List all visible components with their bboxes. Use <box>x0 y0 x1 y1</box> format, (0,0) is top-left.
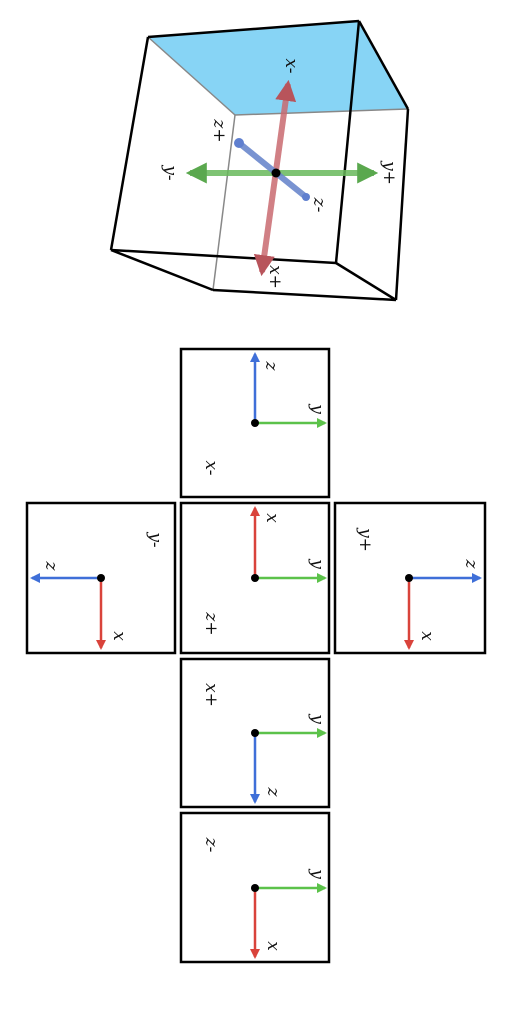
cube-label-z-minus: z- <box>309 197 329 213</box>
cube-label-y-minus: y- <box>160 164 180 181</box>
face-z-plus-origin <box>251 574 259 582</box>
face-z-minus-axis-y-label: y <box>307 868 327 879</box>
cube-top-face <box>148 21 408 115</box>
face-z-plus-axis-x-label: x <box>262 513 282 523</box>
face-y-minus-axis-x-label: x <box>109 631 129 641</box>
face-y-plus-axis-z-label: z <box>461 559 481 570</box>
face-y-plus-axis-x-label: x <box>417 631 437 641</box>
face-y-minus-origin <box>97 574 105 582</box>
face-y-plus-origin <box>405 574 413 582</box>
face-x-minus-label: x- <box>201 460 221 475</box>
cube-label-y-plus: y+ <box>379 160 399 185</box>
face-x-plus-axis-y-label: y <box>307 713 327 724</box>
cube-origin-dot <box>271 168 281 178</box>
cube-z-plus-ball <box>234 138 244 148</box>
face-z-plus: x y z+ <box>179 501 331 655</box>
cube-label-x-minus: x- <box>281 58 301 73</box>
cube-label-x-plus: x+ <box>265 265 285 289</box>
face-y-plus-label: y+ <box>355 527 375 552</box>
face-x-minus-origin <box>251 419 259 427</box>
cube-label-z-plus: z+ <box>209 118 229 142</box>
cube-3d: x- x+ z+ z- y- y+ <box>109 19 410 302</box>
face-x-minus: z y x- <box>179 347 331 499</box>
face-x-minus-axis-y-label: y <box>307 403 327 414</box>
face-y-minus-label: y- <box>145 531 165 548</box>
face-x-minus-axis-z-label: z <box>261 361 281 372</box>
face-x-plus-axis-z-label: z <box>263 787 283 798</box>
cube-z-minus-ball <box>302 193 310 201</box>
face-z-minus: y x z- <box>179 811 331 964</box>
cube-z-axis-rod <box>236 140 309 200</box>
face-x-plus: y z x+ <box>179 657 331 809</box>
face-z-plus-label: z+ <box>201 611 221 635</box>
face-x-plus-origin <box>251 729 259 737</box>
face-x-plus-label: x+ <box>201 683 221 707</box>
face-z-minus-label: z- <box>201 837 221 853</box>
face-z-plus-axis-y-label: y <box>307 558 327 569</box>
face-z-minus-origin <box>251 884 259 892</box>
face-y-minus-axis-z-label: z <box>41 561 61 572</box>
cube-visible-edges <box>109 19 410 302</box>
face-z-minus-axis-x-label: x <box>263 941 283 951</box>
face-y-minus: z x y- <box>25 501 177 655</box>
face-y-plus: z x y+ <box>333 501 487 655</box>
